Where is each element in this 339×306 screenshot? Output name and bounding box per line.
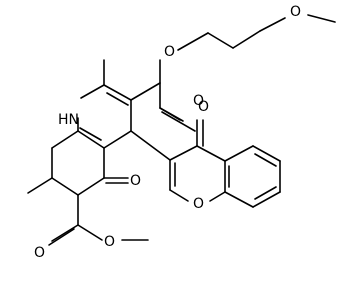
atom-o-ring-ketone: O	[130, 173, 141, 189]
atom-o-ester-bottom-single: O	[104, 234, 115, 250]
bond	[254, 186, 277, 200]
bond	[307, 14, 336, 23]
bond	[252, 191, 281, 208]
bond	[51, 130, 79, 149]
bond	[224, 191, 254, 208]
bond	[80, 84, 105, 99]
bond	[252, 145, 281, 162]
bond	[51, 177, 79, 196]
atom-nh: HN	[58, 112, 79, 128]
bond	[106, 92, 129, 106]
bond	[169, 189, 189, 202]
atom-o-ester-bottom-double: O	[34, 245, 45, 261]
bond	[177, 32, 209, 51]
bond	[77, 130, 105, 149]
bonds	[27, 14, 336, 246]
atom-o-chromone-ring: O	[193, 196, 204, 212]
bond	[103, 84, 132, 101]
bond	[77, 177, 105, 196]
bond	[159, 107, 184, 122]
atom-o-ether: O	[290, 4, 301, 20]
bond	[209, 191, 226, 202]
bond	[207, 32, 234, 49]
bond	[224, 145, 254, 162]
bond	[130, 82, 161, 101]
bond	[77, 224, 103, 241]
bond	[130, 130, 171, 161]
bond	[51, 224, 79, 242]
bond	[161, 111, 196, 132]
bond	[79, 127, 102, 141]
atom-o-carbonyl-right: O	[198, 99, 209, 115]
bond	[27, 177, 53, 194]
bond	[169, 145, 198, 161]
atom-o-chromone-ketone: O	[193, 93, 204, 109]
bond	[232, 30, 261, 49]
bond	[259, 17, 286, 32]
bond	[103, 130, 132, 149]
atom-labels: HN O O O O O O O O	[34, 4, 301, 261]
bond	[254, 153, 277, 167]
atom-o-ester-chain: O	[164, 44, 175, 60]
bond	[48, 228, 75, 246]
bond	[196, 145, 226, 162]
